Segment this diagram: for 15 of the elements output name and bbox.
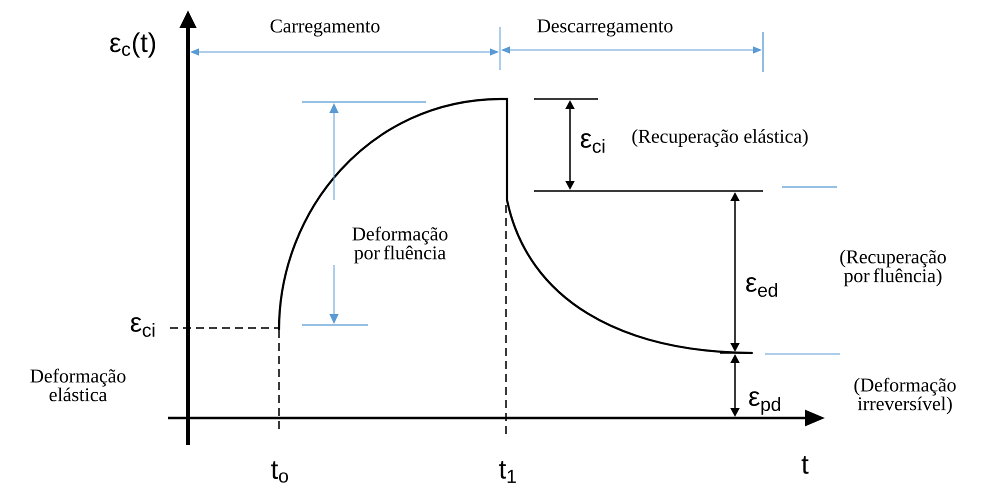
annotation: Deformação por fluência: [352, 226, 448, 264]
axis-label: ε$_{c}$(t): [110, 32, 156, 58]
symbol-label: ε$_{pd}$: [749, 391, 780, 415]
axis-label: t: [802, 456, 809, 474]
annotation: Deformação elástica: [30, 368, 126, 402]
symbol-label: ε$_{ci}$: [580, 133, 604, 153]
interval-label: Carregamento: [270, 19, 380, 37]
annotation: (Recuperação por fluência): [840, 250, 946, 286]
axis-label: t$_{o}$: [271, 461, 288, 483]
symbol-label: ε$_{ci}$: [130, 317, 154, 337]
symbol-label: ε$_{ed}$: [746, 277, 778, 297]
annotation: (Deformação irreversível): [854, 378, 956, 414]
annotation: (Recuperação elástica): [632, 129, 808, 147]
axis-label: t$_{1}$: [499, 461, 516, 483]
interval-label: Descarregamento: [537, 20, 672, 36]
